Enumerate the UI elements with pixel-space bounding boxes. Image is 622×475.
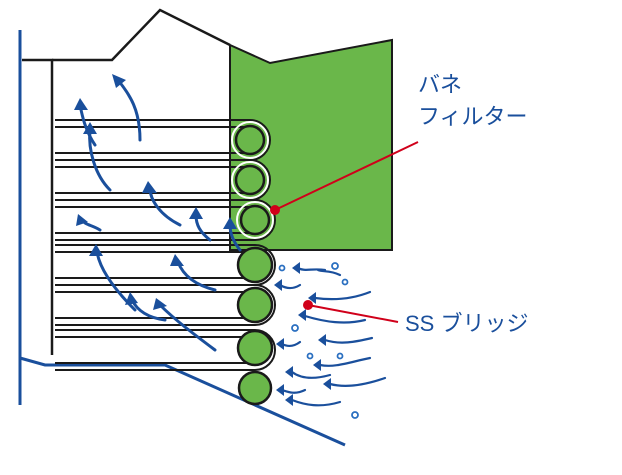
in-head-6 <box>276 338 284 350</box>
coil-2 <box>234 164 266 196</box>
in-head-9 <box>285 366 293 378</box>
particle-4 <box>291 324 299 332</box>
particle-2 <box>278 264 286 272</box>
incoming-arrow-7 <box>318 356 372 367</box>
particle-5 <box>336 352 344 360</box>
incoming-arrow-8 <box>328 376 387 387</box>
spring-filter <box>55 119 276 406</box>
spring-filter-leader <box>274 141 419 211</box>
incoming-arrow-4 <box>303 314 367 324</box>
arrowhead-6 <box>76 214 88 226</box>
coil-4 <box>236 246 274 284</box>
incoming-arrow-5 <box>323 336 374 344</box>
in-head-7 <box>313 359 321 371</box>
internal-arrowheads <box>74 74 237 310</box>
arrowhead-1 <box>112 74 126 88</box>
in-head-2 <box>274 279 282 291</box>
coil-5 <box>236 286 274 324</box>
ss-bridge-label: SS ブリッジ <box>405 311 528 336</box>
particle-7 <box>351 411 359 419</box>
spring-filter-leader-dot <box>270 205 280 215</box>
flow-arrow-10 <box>158 303 217 352</box>
coil-ring-3 <box>236 201 274 239</box>
ss-bridge-callout: SS ブリッジ <box>303 300 528 336</box>
flow-arrow-1 <box>116 78 142 142</box>
in-head-3 <box>308 292 316 304</box>
arrowhead-9 <box>223 217 237 229</box>
coil-3 <box>239 204 271 236</box>
incoming-arrow-3 <box>313 290 372 301</box>
incoming-arrow-10 <box>290 398 342 407</box>
arrowhead-2 <box>74 98 88 110</box>
incoming-arrow-12 <box>316 268 342 277</box>
coil-6 <box>236 329 274 367</box>
chamber-roof-outline <box>52 8 231 62</box>
in-head-10 <box>285 394 293 406</box>
particle-1 <box>331 262 339 270</box>
arrowhead-5 <box>189 207 203 219</box>
incoming-arrow-2 <box>278 283 302 290</box>
incoming-arrow-9 <box>290 370 332 379</box>
coil-ring-1 <box>231 121 269 159</box>
spring-filter-label-line2: フィルター <box>418 104 528 129</box>
arrowhead-11 <box>125 292 138 305</box>
coil-7 <box>237 370 273 406</box>
ss-bridge-leader <box>307 304 399 323</box>
in-head-5 <box>318 334 326 346</box>
flow-arrow-3 <box>88 128 112 192</box>
spring-tube-4 <box>55 244 276 286</box>
spring-tube-5 <box>55 284 276 326</box>
incoming-flow-arrows <box>278 266 387 407</box>
coil-1 <box>234 124 266 156</box>
arrowhead-3 <box>83 122 97 134</box>
coil-ring-2 <box>231 161 269 199</box>
in-head-4 <box>298 309 306 321</box>
spring-filter-label-line1: バネ <box>418 72 462 97</box>
spring-filter-callout: バネ フィルター <box>270 72 528 215</box>
particle-3 <box>341 278 349 286</box>
green-housing-body <box>229 38 393 251</box>
arrowhead-10 <box>153 298 167 310</box>
particle-6 <box>306 352 314 360</box>
arrowhead-4 <box>142 181 157 193</box>
chamber-top-outline <box>22 58 54 355</box>
incoming-arrow-6 <box>280 340 302 348</box>
flow-arrow-8 <box>95 250 137 312</box>
spring-tube-1 <box>55 119 271 161</box>
coil-rings <box>231 121 274 239</box>
in-head-8 <box>323 378 331 390</box>
incoming-arrow-11 <box>280 388 307 394</box>
in-head-1 <box>292 262 300 274</box>
in-head-11 <box>276 384 284 396</box>
arrowhead-8 <box>89 244 103 256</box>
spring-tube-6-inner <box>55 336 269 364</box>
spring-tube-3 <box>55 199 276 241</box>
incoming-arrowheads <box>274 262 331 406</box>
particles <box>278 262 359 419</box>
ss-bridge-leader-dot <box>303 300 313 310</box>
green-housing <box>229 38 393 251</box>
flow-arrow-2 <box>78 103 97 147</box>
spring-coils <box>234 124 274 406</box>
spring-tube-4-inner <box>55 251 269 279</box>
arrowhead-7 <box>170 254 184 266</box>
